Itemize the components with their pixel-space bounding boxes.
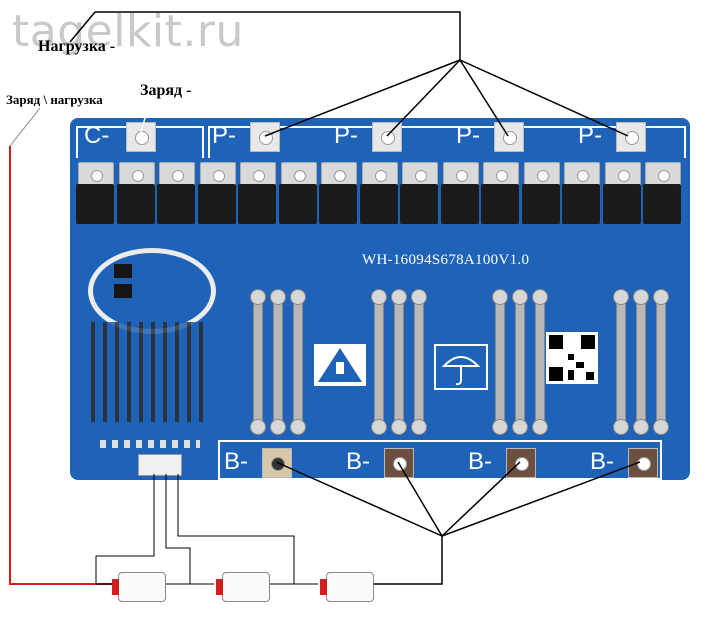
balance-resistor bbox=[290, 289, 306, 435]
battery-cell-2 bbox=[216, 572, 270, 602]
mosfet bbox=[521, 162, 560, 226]
pad-b4 bbox=[628, 448, 658, 478]
pad-b2 bbox=[384, 448, 414, 478]
mosfet bbox=[238, 162, 276, 226]
mosfet bbox=[359, 162, 398, 226]
ic-chip bbox=[114, 264, 132, 278]
mosfet bbox=[116, 162, 155, 226]
balance-resistor bbox=[633, 289, 649, 435]
balance-resistor bbox=[391, 289, 407, 435]
battery-cell-3 bbox=[320, 572, 374, 602]
esd-warning-icon bbox=[314, 344, 366, 386]
battery-cell-1 bbox=[112, 572, 166, 602]
mosfet bbox=[440, 162, 479, 226]
bottom-pad-frame bbox=[218, 440, 662, 480]
qr-code bbox=[546, 332, 598, 384]
bms-board: C- P- P- P- P- WH-16094S678A100V1.0 B- B… bbox=[70, 118, 690, 480]
pad-label-b1: B- bbox=[224, 448, 248, 475]
balance-resistor bbox=[653, 289, 669, 435]
balance-connector bbox=[138, 454, 182, 476]
balance-resistor bbox=[270, 289, 286, 435]
mosfet bbox=[643, 162, 681, 226]
mosfet bbox=[400, 162, 438, 226]
mosfet bbox=[76, 162, 114, 226]
positive-wire bbox=[9, 146, 112, 585]
mosfet bbox=[602, 162, 641, 226]
watermark: tagelkit.ru bbox=[12, 6, 244, 57]
charge-load-pointer bbox=[9, 107, 41, 147]
mosfet bbox=[278, 162, 317, 226]
pad-label-b4: B- bbox=[590, 448, 614, 475]
pad-label-p1: P- bbox=[212, 122, 236, 149]
load-wires bbox=[69, 11, 629, 137]
balance-wires bbox=[95, 474, 318, 585]
balance-resistor bbox=[411, 289, 427, 435]
pad-label-p4: P- bbox=[578, 122, 602, 149]
pad-b3 bbox=[506, 448, 536, 478]
pad-p2 bbox=[372, 122, 402, 152]
model-label: WH-16094S678A100V1.0 bbox=[362, 252, 530, 268]
balance-resistor bbox=[371, 289, 387, 435]
charge-minus-label: Заряд - bbox=[140, 82, 192, 99]
pad-label-p3: P- bbox=[456, 122, 480, 149]
balance-resistor bbox=[250, 289, 266, 435]
mosfet bbox=[319, 162, 357, 226]
balance-resistor bbox=[532, 289, 548, 435]
ic-chip-2 bbox=[114, 284, 132, 298]
pad-label-p2: P- bbox=[334, 122, 358, 149]
charge-pointer bbox=[139, 99, 151, 137]
balance-resistors bbox=[70, 118, 690, 480]
mosfet bbox=[562, 162, 600, 226]
pad-label-b3: B- bbox=[468, 448, 492, 475]
pad-p4 bbox=[616, 122, 646, 152]
balance-resistor bbox=[492, 289, 508, 435]
charge-load-label: Заряд \ нагрузка bbox=[6, 92, 103, 107]
mosfet bbox=[157, 162, 195, 226]
mosfet-row bbox=[76, 162, 686, 232]
pad-label-b2: B- bbox=[346, 448, 370, 475]
load-minus-label: Нагрузка - bbox=[38, 38, 116, 55]
balance-resistor bbox=[613, 289, 629, 435]
umbrella-keep-dry-icon bbox=[434, 344, 488, 390]
top-pad-frame-p bbox=[208, 126, 686, 158]
pad-c bbox=[126, 122, 156, 152]
header-pins bbox=[100, 440, 200, 448]
control-components bbox=[86, 322, 210, 422]
mosfet bbox=[197, 162, 236, 226]
pad-label-c: C- bbox=[84, 122, 110, 149]
mosfet bbox=[481, 162, 519, 226]
b-wires bbox=[275, 461, 641, 585]
balance-resistor bbox=[512, 289, 528, 435]
